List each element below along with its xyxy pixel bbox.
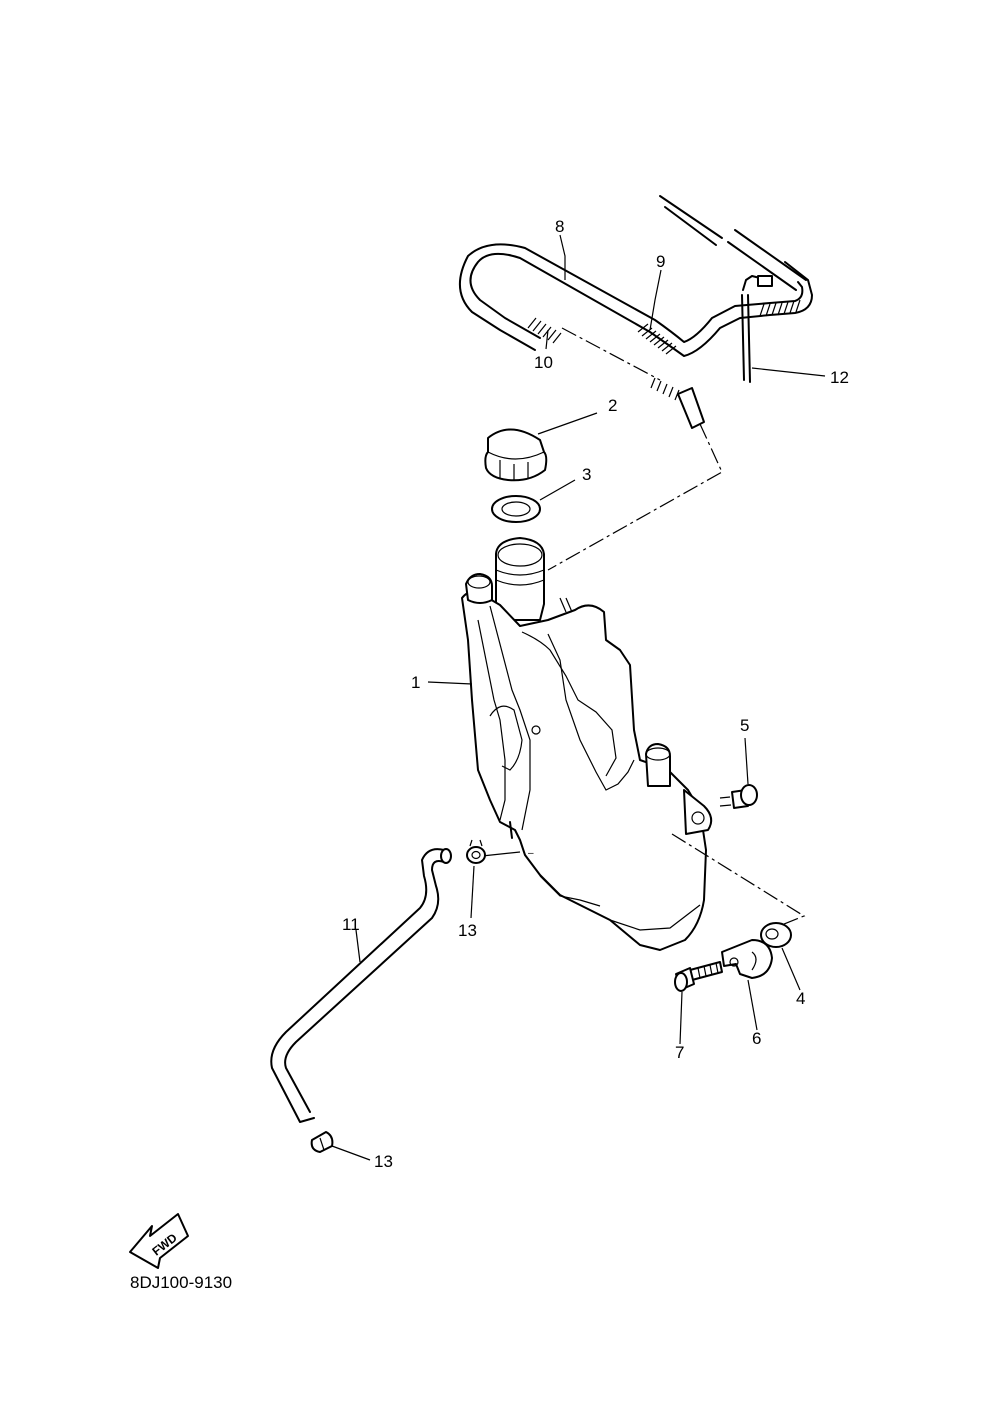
hose-coil-10 <box>527 317 705 429</box>
radiator-cap-2 <box>484 428 548 482</box>
clip-13-upper <box>466 839 486 864</box>
bracket-6 <box>721 939 773 979</box>
bolt-5 <box>719 784 758 809</box>
callout-13-lower: 13 <box>374 1152 393 1171</box>
callout-5: 5 <box>740 716 749 735</box>
fwd-arrow-icon: FWD <box>129 1213 189 1269</box>
leader-lines <box>331 234 826 1161</box>
callout-2: 2 <box>608 396 617 415</box>
callout-13-upper: 13 <box>458 921 477 940</box>
callout-4: 4 <box>796 989 805 1008</box>
reservoir-tank-1: ‒ <box>461 423 806 951</box>
callout-12: 12 <box>830 368 849 387</box>
callout-3: 3 <box>582 465 591 484</box>
callout-10: 10 <box>534 353 553 372</box>
clip-13-lower <box>310 1131 334 1153</box>
callout-9: 9 <box>656 252 665 271</box>
callout-8: 8 <box>555 217 564 236</box>
washer-3 <box>491 495 541 523</box>
callout-6: 6 <box>752 1029 761 1048</box>
callout-11: 11 <box>342 915 360 934</box>
document-number: 8DJ100-9130 <box>130 1273 232 1292</box>
callout-7: 7 <box>675 1043 684 1062</box>
callout-1: 1 <box>411 673 420 692</box>
bolt-7 <box>674 961 723 992</box>
overflow-hose-11 <box>270 848 452 1123</box>
callout-labels: 1 2 3 4 5 6 7 8 9 10 11 12 13 13 <box>342 217 849 1171</box>
hose-coil-9 <box>637 299 801 355</box>
clamp-12 <box>741 275 773 383</box>
grommet-4 <box>760 922 792 948</box>
svg-text:‒: ‒ <box>528 848 534 859</box>
